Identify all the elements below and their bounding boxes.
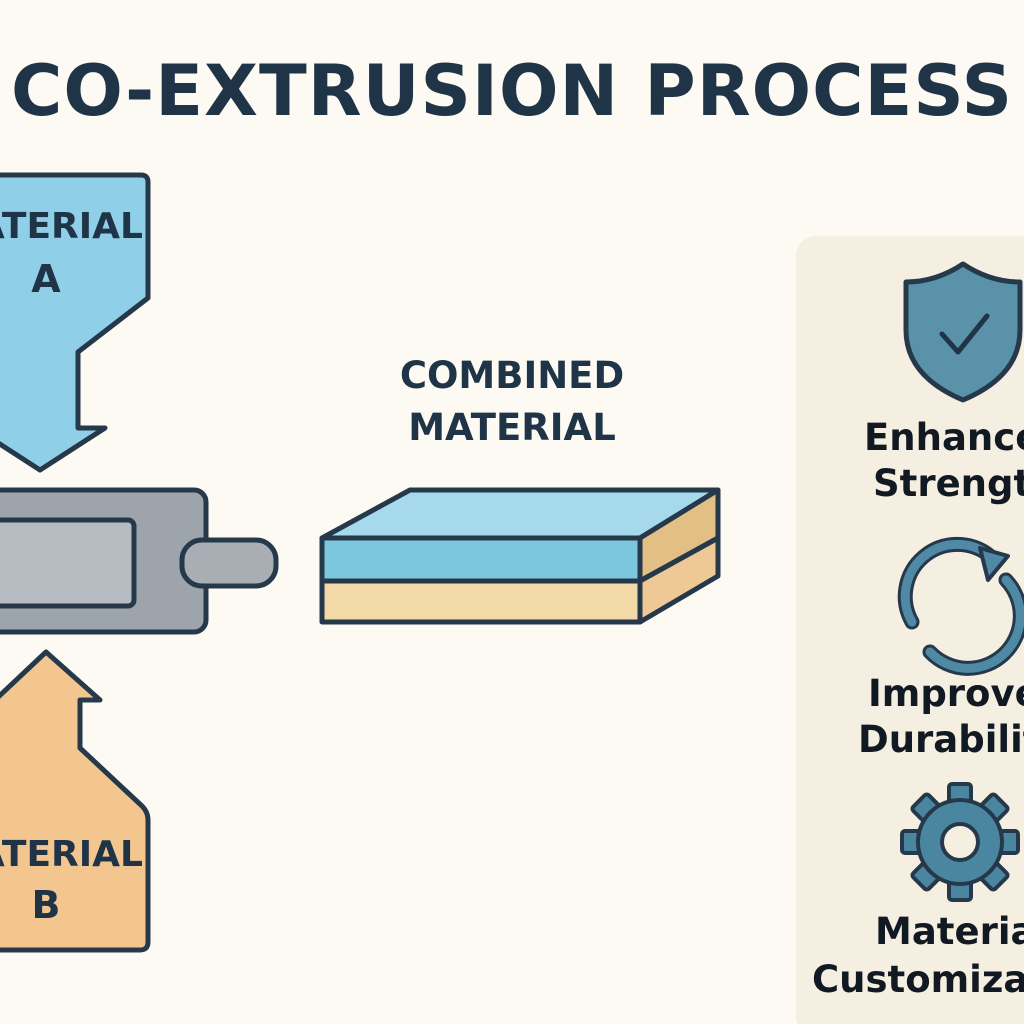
material-a-arrow: MATERIAL A [0, 172, 151, 473]
benefit-2-line1: Improved [868, 672, 1024, 715]
benefit-3-line1: Material [875, 910, 1024, 953]
material-a-label: MATERIAL [0, 206, 143, 247]
refresh-cycle-icon [897, 536, 1024, 676]
material-a-shape [0, 172, 151, 473]
benefit-2-line2: Durability [858, 718, 1024, 761]
material-b-letter: B [32, 883, 61, 927]
material-a-letter: A [31, 257, 61, 301]
extruder [0, 487, 279, 635]
material-b-label: MATERIAL [0, 834, 143, 875]
combined-material-slab [319, 487, 721, 625]
output-label-line2: MATERIAL [408, 406, 616, 449]
slab-bottom-layer [319, 578, 643, 625]
material-b-shape [0, 649, 151, 953]
benefit-1-line1: Enhanced [864, 416, 1024, 459]
extruder-nozzle [179, 537, 279, 589]
slab-side-bottom [637, 535, 721, 625]
benefit-1-line2: Strength [873, 462, 1024, 505]
extruder-window [0, 517, 137, 609]
benefit-3-line2: Customization [812, 958, 1024, 1001]
gear-icon [900, 782, 1020, 902]
shield-check-icon [903, 261, 1023, 403]
material-b-arrow: MATERIAL B [0, 649, 151, 953]
page-title: CO-EXTRUSION PROCESS [11, 50, 1013, 132]
output-label-line1: COMBINED [400, 354, 624, 397]
slab-top-layer [319, 535, 643, 584]
